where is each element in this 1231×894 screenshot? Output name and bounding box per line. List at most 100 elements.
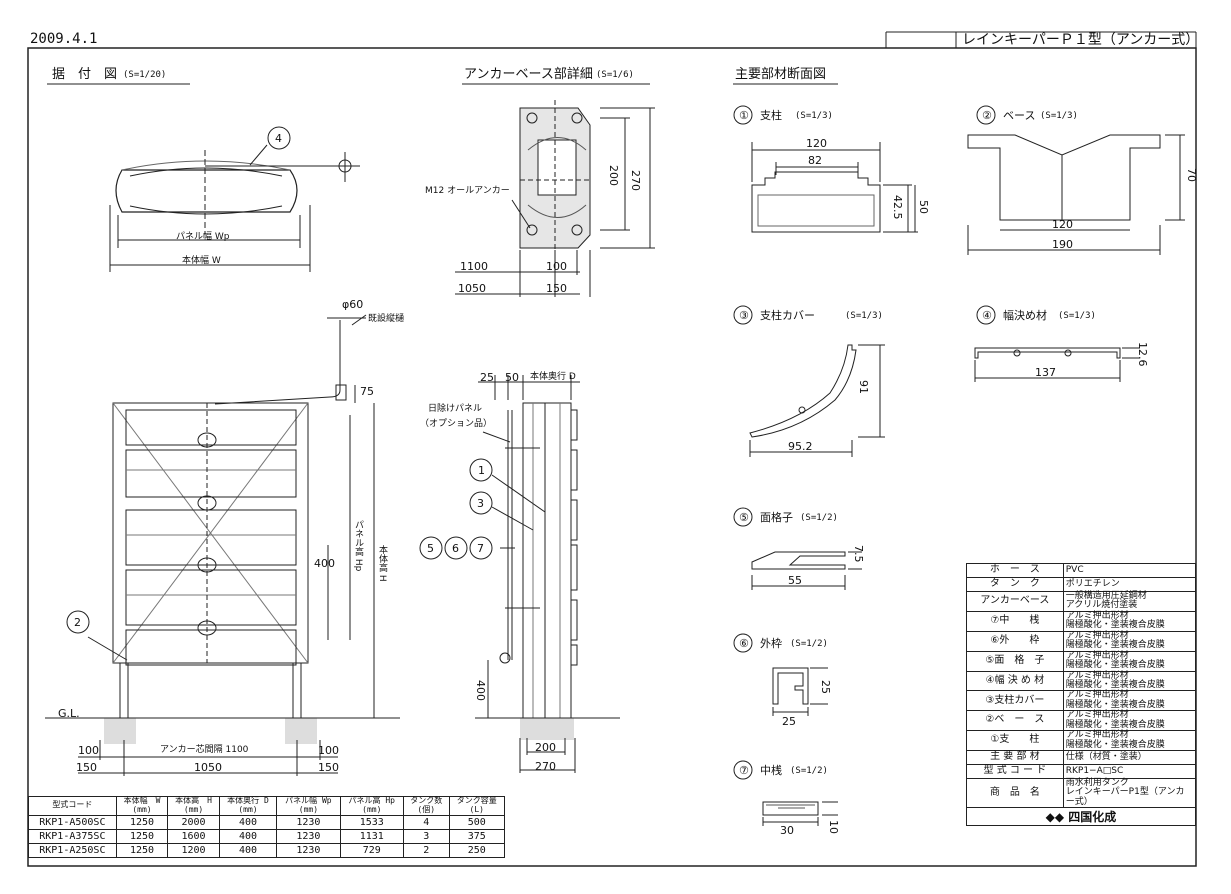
m12-anchor-label: M12 オールアンカー xyxy=(425,186,510,196)
body-height-label: 本体高 H xyxy=(377,545,387,582)
spec-value: RKP1−A□SC xyxy=(1062,764,1197,779)
dim-200-side: 200 xyxy=(535,741,556,754)
part-2-number: ② xyxy=(982,109,992,122)
part-1-dim-50: 50 xyxy=(917,200,930,214)
spec-key: ⑤面 格 子 xyxy=(966,650,1064,672)
table-cell: 400 xyxy=(218,814,278,830)
part-7-dim-10: 10 xyxy=(827,820,840,834)
part-6-number: ⑥ xyxy=(739,637,749,650)
dim-400-side: 400 xyxy=(474,680,487,701)
part-4-number: ④ xyxy=(982,309,992,322)
column-title: タンク数 xyxy=(410,796,443,805)
spec-value: アルミ押出形材 陽極酸化・塗装複合皮膜 xyxy=(1062,670,1197,692)
table-cell: 1533 xyxy=(339,814,404,830)
table-cell: 400 xyxy=(218,828,278,844)
shade-panel-label: 日除けパネル xyxy=(428,404,483,414)
size-table-column-header: タンク数(個) xyxy=(402,796,450,816)
table-cell: 400 xyxy=(218,842,278,858)
spec-row: アンカーベース一般構造用圧延鋼材 アクリル焼付塗装 xyxy=(966,591,1197,612)
column-title: 型式コード xyxy=(52,800,93,810)
column-title: パネル幅 Wp xyxy=(285,796,332,805)
table-cell: 3 xyxy=(402,828,450,844)
part-2-scale: (S=1/3) xyxy=(1040,111,1078,121)
panel-width-label: パネル幅 Wp xyxy=(176,232,230,242)
section-installation: 据 付 図 xyxy=(52,67,118,82)
part-5-name: 面格子 xyxy=(760,511,793,524)
table-cell: 1250 xyxy=(115,814,169,830)
column-unit: (mm) xyxy=(183,804,204,814)
spec-value: アルミ押出形材 陽極酸化・塗装複合皮膜 xyxy=(1062,610,1197,632)
spec-value: アルミ押出形材 陽極酸化・塗装複合皮膜 xyxy=(1062,650,1197,672)
spec-key: 主 要 部 材 xyxy=(966,750,1064,765)
spec-key: ①支 柱 xyxy=(966,730,1064,751)
anchor-pitch-label: アンカー芯間隔 1100 xyxy=(160,745,249,755)
spec-value: アルミ押出形材 陽極酸化・塗装複合皮膜 xyxy=(1062,710,1197,732)
spec-key: ③支柱カバー xyxy=(966,690,1064,712)
dim-150-anchor: 150 xyxy=(546,282,567,295)
callout-5-side: 5 xyxy=(427,542,434,555)
dim-150-right: 150 xyxy=(318,761,339,774)
table-cell: 1230 xyxy=(276,814,341,830)
table-cell: 1250 xyxy=(115,842,169,858)
callout-7-side: 7 xyxy=(477,542,484,555)
dim-200-anchor: 200 xyxy=(607,165,620,186)
part-5-dim-55: 55 xyxy=(788,574,802,587)
dim-75: 75 xyxy=(360,385,374,398)
part-4-scale: (S=1/3) xyxy=(1058,311,1096,321)
table-cell: 2 xyxy=(402,842,450,858)
size-table-column-header: パネル高 Hp(mm) xyxy=(339,796,404,816)
spec-row: ⑦中 桟アルミ押出形材 陽極酸化・塗装複合皮膜 xyxy=(966,610,1197,632)
column-unit: (L) xyxy=(469,804,484,814)
part-4-dim-12-6: 12.6 xyxy=(1136,342,1149,367)
spec-value: 雨水利用タンク レインキーパーP1型（アンカー式） xyxy=(1062,777,1197,809)
part-5-dim-7-5: 7.5 xyxy=(852,545,865,563)
callout-1-side: 1 xyxy=(478,464,485,477)
dim-1100-anchor: 1100 xyxy=(460,260,488,273)
product-title: レインキーパーＰ１型（アンカー式） xyxy=(962,32,1200,48)
spec-key: 商 品 名 xyxy=(966,777,1064,809)
spec-key: ⑥外 枠 xyxy=(966,630,1064,652)
table-cell: 500 xyxy=(448,814,506,830)
spec-row: 主 要 部 材仕様（材質・塗装） xyxy=(966,750,1197,765)
part-4-name: 幅決め材 xyxy=(1003,309,1047,322)
table-cell: RKP1-A375SC xyxy=(28,828,117,844)
dim-1050-anchor: 1050 xyxy=(458,282,486,295)
section-main-parts: 主要部材断面図 xyxy=(735,67,827,82)
size-table-column-header: 型式コード xyxy=(28,796,117,816)
part-1-dim-42-5: 42.5 xyxy=(891,195,904,220)
spec-key: 型 式 コ ー ド xyxy=(966,764,1064,779)
part-3-name: 支柱カバー xyxy=(760,309,815,322)
part-6-name: 外枠 xyxy=(760,637,782,650)
part-7-number: ⑦ xyxy=(739,764,749,777)
panel-height-label: パネル高 Hp xyxy=(353,520,363,572)
phi60-label: φ60 xyxy=(342,298,364,311)
spec-key: ホ ー ス xyxy=(966,563,1064,578)
table-cell: 1200 xyxy=(167,842,220,858)
body-width-label: 本体幅 W xyxy=(182,256,221,266)
table-cell: 250 xyxy=(448,842,506,858)
part-3-dim-91: 91 xyxy=(857,380,870,394)
dim-1050: 1050 xyxy=(194,761,222,774)
spec-row: ④幅 決 め 材アルミ押出形材 陽極酸化・塗装複合皮膜 xyxy=(966,670,1197,692)
part-4-dim-137: 137 xyxy=(1035,366,1056,379)
dim-100-right: 100 xyxy=(318,744,339,757)
column-title: パネル高 Hp xyxy=(348,796,395,805)
dim-270-anchor: 270 xyxy=(629,170,642,191)
spec-row: ③支柱カバーアルミ押出形材 陽極酸化・塗装複合皮膜 xyxy=(966,690,1197,712)
spec-row: ⑥外 枠アルミ押出形材 陽極酸化・塗装複合皮膜 xyxy=(966,630,1197,652)
gl-label: G.L. xyxy=(58,707,80,720)
part-7-dim-30: 30 xyxy=(780,824,794,837)
dim-25-side: 25 xyxy=(480,371,494,384)
part-3-number: ③ xyxy=(739,309,749,322)
option-label: （オプション品） xyxy=(420,419,493,429)
part-5-scale: (S=1/2) xyxy=(800,513,838,523)
part-6-dim-25-horizontal: 25 xyxy=(782,715,796,728)
drawing-date: 2009.4.1 xyxy=(30,31,98,47)
part-1-number: ① xyxy=(739,109,749,122)
size-table-header: 型式コード本体幅 W(mm)本体高 H(mm)本体奥行 D(mm)パネル幅 Wp… xyxy=(28,796,506,816)
column-unit: (個) xyxy=(417,804,436,814)
